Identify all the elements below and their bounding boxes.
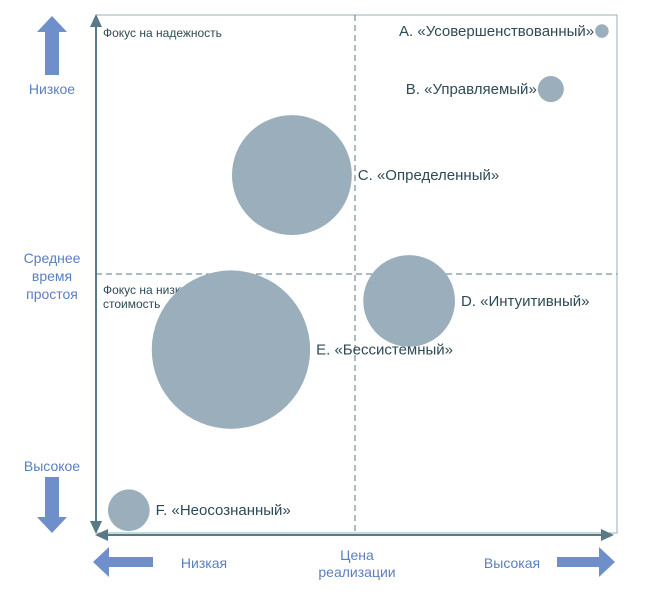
bubble-a [595,24,609,38]
y-axis-bottom-label: Высокое [24,458,80,474]
quadrant-label-low-cost-2: стоимость [103,297,160,311]
bubble-layer: A. «Усовершенствованный» B. «Управляемый»… [107,23,609,532]
y-axis-title-line-3: простоя [26,286,78,302]
x-axis-title-line-2: реализации [318,564,395,580]
y-axis-title-line-2: время [32,268,72,284]
bubble-label-a: A. «Усовершенствованный» [399,23,594,40]
bubble-d [363,255,455,347]
y-axis-top-label: Низкое [29,81,75,97]
bubble-c [231,115,352,235]
arrow-left-icon [93,547,153,577]
y-axis-title-line-1: Среднее [24,250,81,266]
x-axis-line [95,529,614,541]
bubble-label-e: E. «Бессистемный» [316,342,453,359]
arrow-down-icon [37,477,67,533]
bubble-e [151,270,311,429]
bubble-label-c: C. «Определенный» [358,167,499,184]
quadrant-label-low-cost-1: Фокус на низкую [103,283,195,297]
arrow-up-icon [37,16,67,75]
x-axis-title-line-1: Цена [340,547,374,563]
x-axis-left-label: Низкая [181,555,227,571]
bubble-label-b: B. «Управляемый» [406,81,537,98]
bubble-b [537,76,564,103]
bubble-label-d: D. «Интуитивный» [461,293,590,310]
bubble-label-f: F. «Неосознанный» [156,502,291,519]
quadrant-label-reliability: Фокус на надежность [103,26,222,40]
y-axis-line [90,14,102,534]
x-axis-right-label: Высокая [484,555,540,571]
bubble-f [107,489,150,532]
arrow-right-icon [557,547,615,577]
